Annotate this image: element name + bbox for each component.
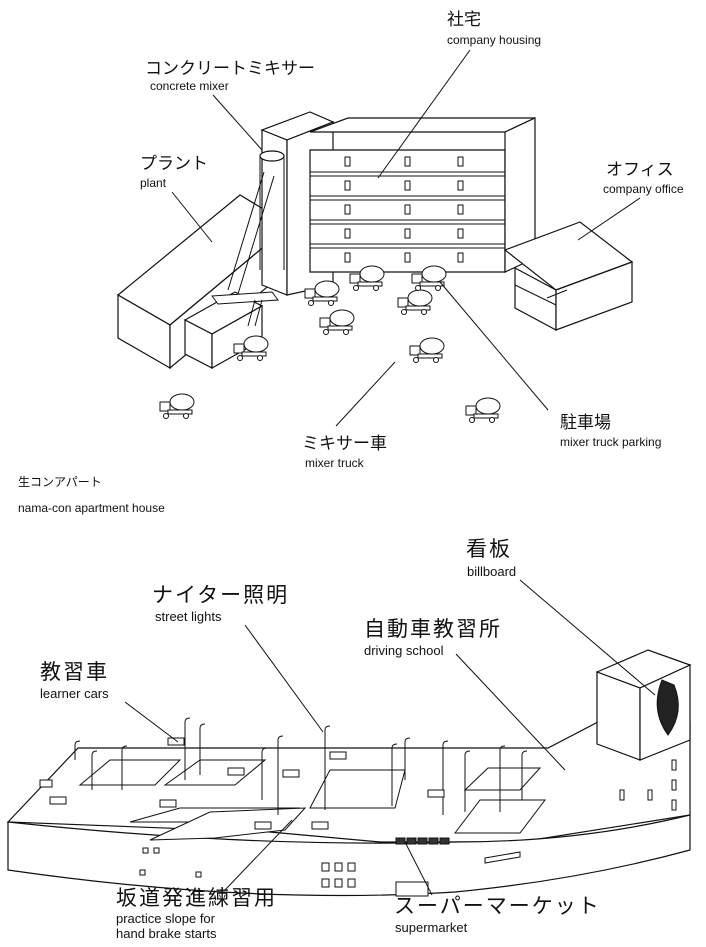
practice-slope bbox=[149, 807, 307, 841]
building-front bbox=[7, 814, 691, 897]
label-plant-jp: プラント bbox=[140, 154, 208, 174]
label-housing-jp: 社宅 bbox=[447, 10, 481, 30]
figure1-caption-jp: 生コンアパート bbox=[18, 475, 102, 489]
label-mixer-en: concrete mixer bbox=[150, 79, 229, 93]
billboard-logo bbox=[656, 679, 679, 736]
housing-windows bbox=[344, 156, 464, 263]
driving-course bbox=[78, 759, 547, 845]
learner-cars bbox=[39, 737, 445, 830]
label-school-en: driving school bbox=[364, 643, 444, 658]
mixer-trucks bbox=[159, 265, 501, 423]
figure1-caption-en: nama-con apartment house bbox=[18, 501, 165, 515]
apartment-building-illustration bbox=[116, 111, 634, 370]
label-office-en: company office bbox=[603, 182, 684, 196]
label-learner-en: learner cars bbox=[40, 686, 109, 701]
label-billboard-jp: 看板 bbox=[466, 537, 512, 561]
label-learner-jp: 教習車 bbox=[40, 660, 109, 684]
silo-top bbox=[259, 150, 285, 162]
label-truck-en: mixer truck bbox=[305, 456, 365, 470]
leader-lines-fig2 bbox=[124, 579, 656, 896]
label-billboard-en: billboard bbox=[467, 564, 516, 579]
label-school-jp: 自動車教習所 bbox=[364, 617, 502, 641]
label-mixer-jp: コンクリートミキサー bbox=[145, 59, 315, 79]
label-office-jp: オフィス bbox=[606, 160, 674, 180]
label-slope-en1: practice slope for bbox=[116, 911, 216, 926]
leader-lines-fig1 bbox=[171, 49, 641, 427]
housing-roof bbox=[309, 117, 536, 133]
street-lights bbox=[74, 717, 528, 815]
label-truck-jp: ミキサー車 bbox=[302, 434, 387, 454]
label-slope-jp: 坂道発進練習用 bbox=[116, 886, 277, 910]
label-parking-jp: 駐車場 bbox=[560, 413, 611, 433]
label-plant-en: plant bbox=[140, 176, 167, 190]
label-lights-jp: ナイター照明 bbox=[152, 583, 289, 607]
label-parking-en: mixer truck parking bbox=[560, 435, 661, 449]
facade-windows bbox=[139, 759, 677, 897]
label-housing-en: company housing bbox=[447, 33, 541, 47]
label-supermarket-en: supermarket bbox=[395, 920, 468, 935]
office-side bbox=[555, 261, 633, 331]
label-supermarket-jp: スーパーマーケット bbox=[394, 894, 601, 918]
billboard-front bbox=[596, 671, 641, 761]
driving-school-illustration bbox=[6, 649, 692, 897]
label-lights-en: street lights bbox=[155, 609, 222, 624]
label-slope-en2: hand brake starts bbox=[116, 926, 217, 941]
